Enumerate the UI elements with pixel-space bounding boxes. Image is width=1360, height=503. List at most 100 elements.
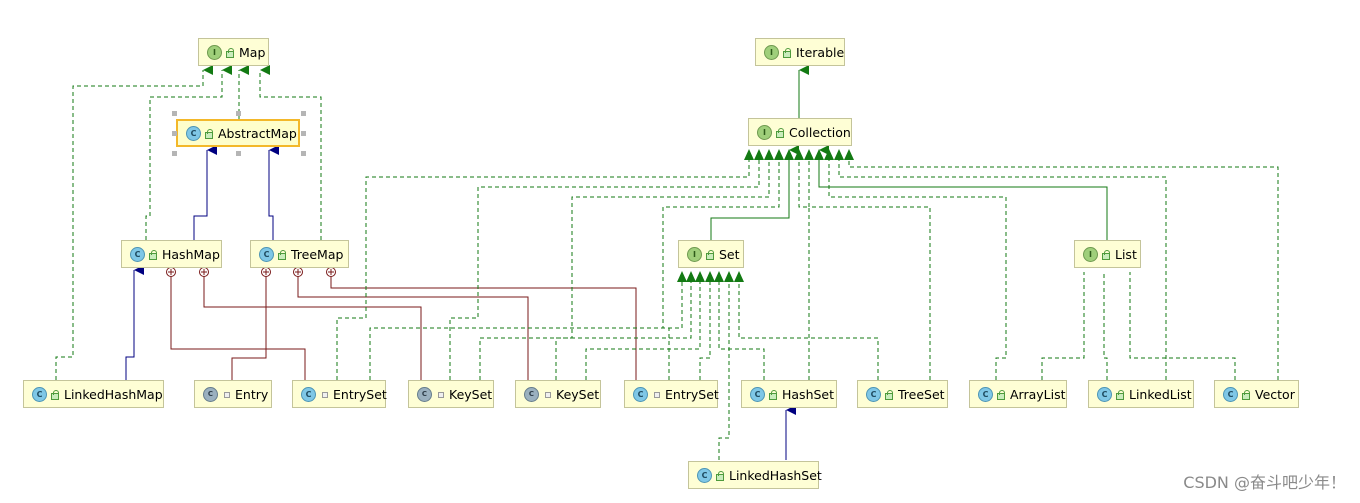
interface-icon: I: [1083, 246, 1098, 262]
public-visibility-icon: [769, 389, 778, 400]
node-label: Entry: [235, 386, 269, 402]
public-visibility-icon: [716, 470, 725, 481]
public-visibility-icon: [706, 249, 715, 260]
node-label: TreeSet: [898, 386, 945, 402]
node-label: EntrySet: [665, 386, 719, 402]
selection-handle[interactable]: [301, 131, 306, 136]
edge-hashset-implements-collection: [798, 150, 810, 380]
node-label: Iterable: [796, 44, 845, 60]
node-iterable[interactable]: I Iterable: [755, 38, 845, 66]
list-dashed-edges: [1041, 272, 1236, 380]
node-label: AbstractMap: [218, 125, 297, 141]
node-label: ArrayList: [1010, 386, 1066, 402]
edge-keyset1-implements-collection: [449, 150, 760, 380]
edge-keyset1-implements-set: [479, 272, 692, 380]
selection-handle[interactable]: [172, 131, 177, 136]
edge-treemap-inner-entryset: [330, 276, 637, 380]
public-visibility-icon: [1102, 249, 1111, 260]
edge-treeset-implements-collection: [808, 150, 931, 380]
selection-handle[interactable]: [301, 151, 306, 156]
public-visibility-icon: [226, 47, 235, 58]
edge-linkedlist-implements-list: [1103, 272, 1108, 380]
public-visibility-icon: [205, 128, 214, 139]
edge-list-extends-collection: [818, 145, 1108, 240]
node-collection[interactable]: I Collection: [748, 118, 852, 146]
package-visibility-icon: [320, 390, 329, 399]
node-label: LinkedHashMap: [64, 386, 163, 402]
interface-icon: I: [207, 44, 222, 60]
selection-handle[interactable]: [236, 111, 241, 116]
class-icon: C: [32, 386, 47, 402]
edge-keyset2-implements-set: [585, 272, 701, 380]
node-hashmap[interactable]: C HashMap: [121, 240, 222, 268]
edge-entryset2-implements-collection: [662, 150, 780, 380]
public-visibility-icon: [149, 249, 158, 260]
edge-hashmap-inner-keyset: [203, 276, 422, 380]
node-treeset[interactable]: C TreeSet: [857, 380, 948, 408]
edge-entryset2-implements-set: [699, 272, 711, 380]
selection-handle[interactable]: [172, 151, 177, 156]
edge-set-extends-collection: [710, 145, 799, 240]
edge-treeset-implements-set: [738, 272, 879, 380]
arrowhead-row-set: [677, 271, 744, 282]
edge-arraylist-implements-list: [1041, 272, 1085, 380]
class-icon: C: [750, 386, 765, 402]
edge-linkedhashmap-implements-map: [55, 65, 213, 380]
public-visibility-icon: [776, 127, 785, 138]
inner-marker-cross: [168, 269, 334, 275]
node-label: TreeMap: [291, 246, 344, 262]
node-hashset[interactable]: C HashSet: [741, 380, 837, 408]
node-linkedhashmap[interactable]: C LinkedHashMap: [23, 380, 164, 408]
edge-vector-implements-list: [1129, 272, 1236, 380]
node-set[interactable]: I Set: [678, 240, 744, 268]
class-icon: C: [1223, 386, 1238, 402]
public-visibility-icon: [1116, 389, 1125, 400]
node-treemap[interactable]: C TreeMap: [250, 240, 349, 268]
node-keyset-hashmap[interactable]: C KeySet: [408, 380, 494, 408]
node-entryset-treemap[interactable]: C EntrySet: [624, 380, 719, 408]
edge-hashmap-inner-entryset: [170, 276, 306, 380]
edge-treemap-implements-map: [259, 65, 322, 240]
node-vector[interactable]: C Vector: [1214, 380, 1299, 408]
class-icon: C: [130, 246, 145, 262]
node-entry[interactable]: C Entry: [194, 380, 272, 408]
node-map[interactable]: I Map: [198, 38, 269, 66]
class-icon: C: [633, 386, 648, 402]
node-linkedhashset[interactable]: C LinkedHashSet: [688, 461, 822, 489]
node-label: KeySet: [449, 386, 493, 402]
node-arraylist[interactable]: C ArrayList: [969, 380, 1067, 408]
node-label: HashMap: [162, 246, 220, 262]
node-label: Vector: [1255, 386, 1295, 402]
edge-treemap-inner-entry: [231, 276, 267, 380]
interface-icon: I: [757, 124, 772, 140]
public-visibility-icon: [51, 389, 60, 400]
edge-treemap-inner-keyset: [297, 276, 529, 380]
static-class-icon: C: [524, 386, 539, 402]
public-visibility-icon: [278, 249, 287, 260]
edge-hashset-implements-set: [718, 272, 765, 380]
edge-hashmap-extends-abstractmap: [193, 145, 217, 240]
package-visibility-icon: [436, 390, 445, 399]
static-class-icon: C: [417, 386, 432, 402]
edge-linkedhashmap-extends-hashmap: [125, 265, 144, 380]
edge-arraylist-implements-collection: [828, 150, 1007, 380]
node-label: Collection: [789, 124, 851, 140]
node-linkedlist[interactable]: C LinkedList: [1088, 380, 1194, 408]
selection-handle[interactable]: [236, 151, 241, 156]
static-class-icon: C: [203, 386, 218, 402]
node-list[interactable]: I List: [1074, 240, 1141, 268]
interface-icon: I: [764, 44, 779, 60]
node-label: HashSet: [782, 386, 835, 402]
selection-handle[interactable]: [301, 111, 306, 116]
edge-entryset1-implements-collection: [336, 150, 750, 380]
public-visibility-icon: [997, 389, 1006, 400]
node-entryset-hashmap[interactable]: C EntrySet: [292, 380, 387, 408]
class-icon: C: [697, 467, 712, 483]
selection-handle[interactable]: [172, 111, 177, 116]
node-label: Map: [239, 44, 266, 60]
arrowhead-row-collection: [744, 149, 854, 160]
node-keyset-treemap[interactable]: C KeySet: [515, 380, 601, 408]
node-label: List: [1115, 246, 1137, 262]
node-abstractmap[interactable]: C AbstractMap: [176, 119, 300, 147]
